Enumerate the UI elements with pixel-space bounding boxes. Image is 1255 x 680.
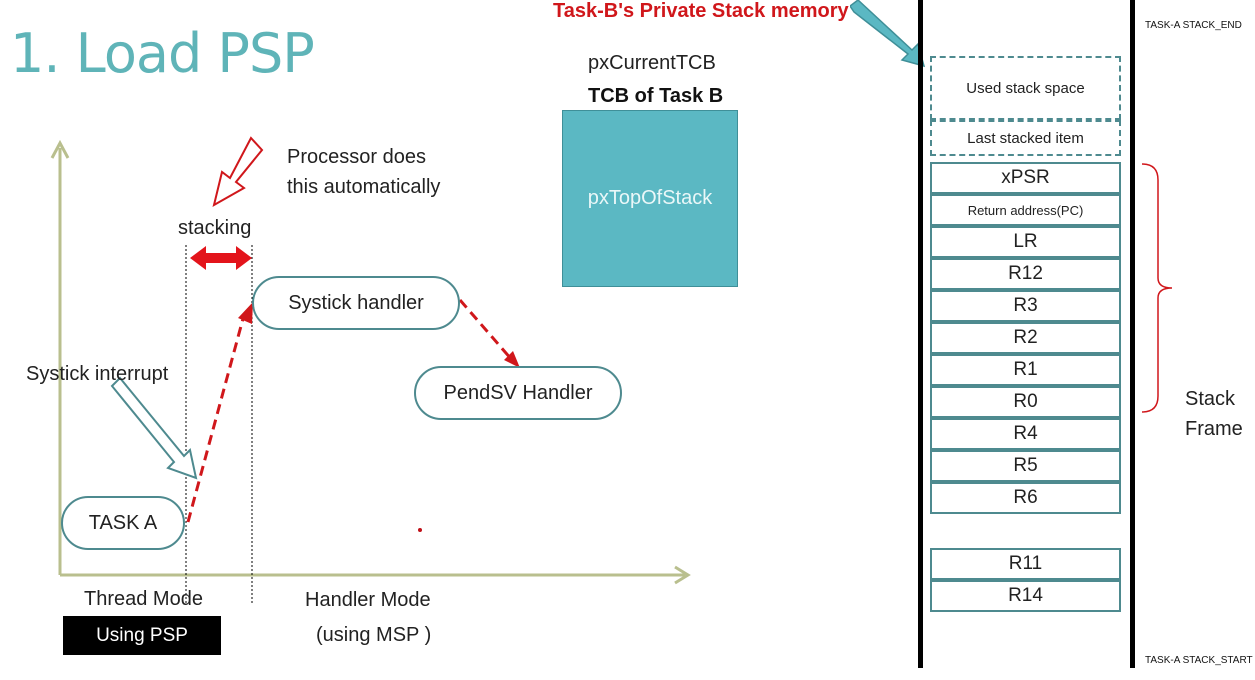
stack-slot-r6: R6 [930,482,1121,514]
px-current-tcb-label: pxCurrentTCB [588,52,716,74]
stack-region-right-border [1130,0,1135,668]
mode-diagram-graphics [50,136,691,605]
stack-slot-r1: R1 [930,354,1121,386]
stack-slot-r2: R2 [930,322,1121,354]
task-a-node: TASK A [61,496,185,550]
stack-end-label: TASK-A STACK_END [1145,20,1242,31]
slide-title: 1. Load PSP [10,22,315,85]
stack-slot-r11: R11 [930,548,1121,580]
y-axis-arrowhead [50,139,70,159]
stack-start-label: TASK-A STACK_START [1145,655,1253,666]
handler-mode-label: Handler Mode [305,589,431,611]
systick-to-pendsv-dashed-arrow [458,299,514,361]
last-stacked-item-label: Last stacked item [967,129,1084,147]
tcb-title: TCB of Task B [588,85,724,107]
using-psp-badge: Using PSP [63,616,221,655]
context-transition-arrows [186,299,514,523]
used-stack-space-label: Used stack space [966,79,1085,97]
systick-interrupt-label: Systick interrupt [26,363,169,385]
stacking-label: stacking [178,217,252,239]
stack-slot-lr: LR [930,226,1121,258]
stacking-double-arrow [190,246,252,270]
systick-to-pendsv-arrowhead [504,351,520,368]
pendsv-handler-node: PendSV Handler [414,366,622,420]
stack-slot-r3: R3 [930,290,1121,322]
systick-interrupt-arrow [110,376,198,480]
processor-note-line2: this automatically [287,176,441,198]
processor-note-arrow [212,136,264,208]
used-stack-space-block: Used stack space [930,56,1121,120]
private-stack-pointer-arrow [850,0,926,68]
stack-slot-return-address: Return address(PC) [930,194,1121,226]
stack-slot-r4: R4 [930,418,1121,450]
systick-handler-node: Systick handler [252,276,460,330]
x-axis-arrowhead [674,565,691,585]
stack-frame-label-line2: Frame [1185,418,1243,440]
stray-dot [418,528,422,532]
thread-mode-label: Thread Mode [84,588,203,610]
axes [50,139,691,585]
processor-note-line1: Processor does [287,146,426,168]
stack-frame-brace [1141,163,1173,413]
stack-region-left-border [918,0,923,668]
stack-slot-r14: R14 [930,580,1121,612]
stack-slot-r5: R5 [930,450,1121,482]
stack-slot-xpsr: xPSR [930,162,1121,194]
stack-frame-label-line1: Stack [1185,388,1236,410]
private-stack-label: Task-B's Private Stack memory [553,0,849,22]
last-stacked-item-block: Last stacked item [930,120,1121,156]
stack-slot-r12: R12 [930,258,1121,290]
px-top-of-stack-label: pxTopOfStack [587,187,713,209]
stack-slot-r0: R0 [930,386,1121,418]
using-msp-label: (using MSP ) [316,624,432,646]
task-to-systick-arrowhead [238,302,253,324]
tcb-box: pxTopOfStack [562,110,738,287]
task-to-systick-dashed-arrow [186,314,246,523]
